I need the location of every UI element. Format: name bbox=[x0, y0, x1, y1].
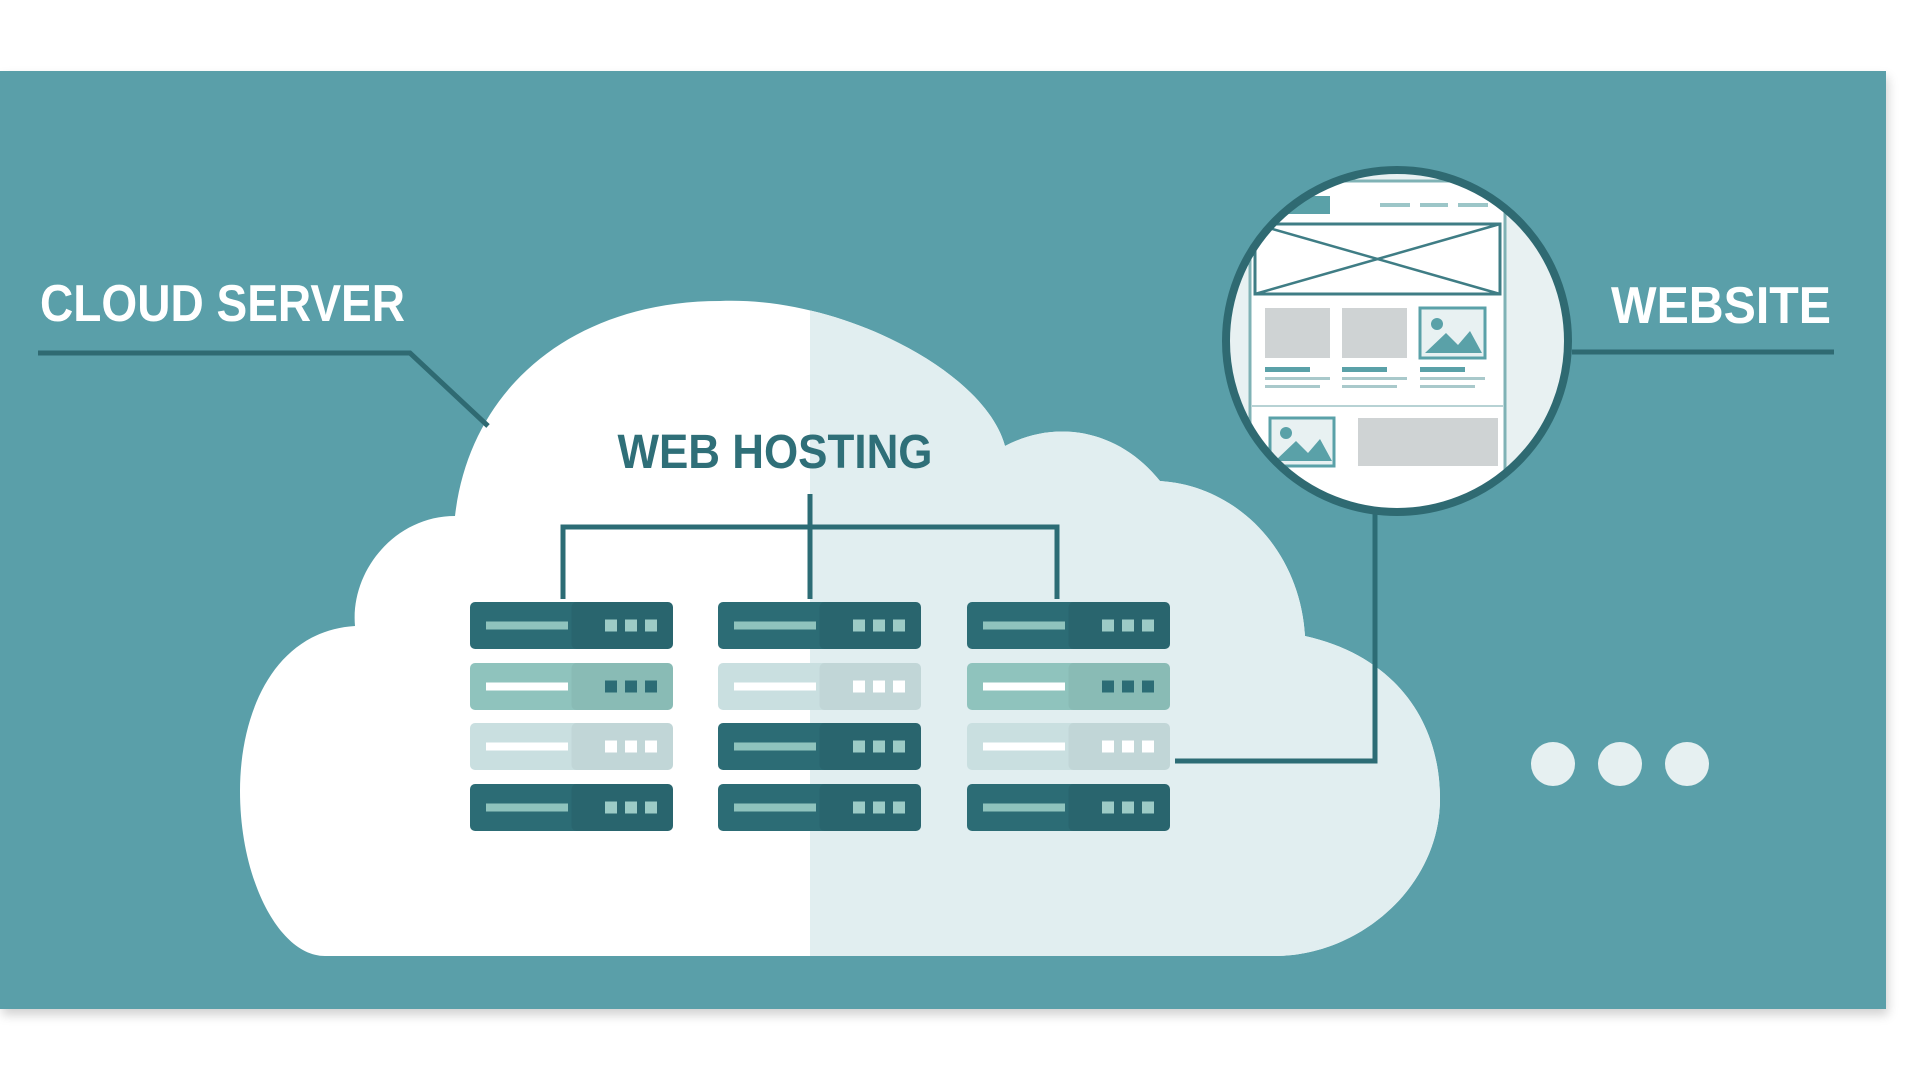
server-led bbox=[605, 740, 617, 753]
server-racks bbox=[470, 602, 1170, 831]
ellipsis-icon bbox=[1531, 742, 1709, 786]
server-led bbox=[625, 801, 637, 814]
server-unit-bar bbox=[983, 682, 1065, 691]
server-unit bbox=[718, 784, 921, 831]
server-unit bbox=[967, 723, 1170, 770]
server-unit-shade bbox=[819, 663, 921, 710]
server-led bbox=[1122, 740, 1134, 753]
server-unit bbox=[967, 663, 1170, 710]
server-led bbox=[645, 801, 657, 814]
server-led bbox=[605, 619, 617, 632]
server-unit-bar bbox=[983, 621, 1065, 630]
server-led bbox=[853, 619, 865, 632]
server-unit-shade bbox=[1068, 602, 1170, 649]
diagram-card: CLOUD SERVER WEB HOSTING bbox=[0, 71, 1886, 1009]
server-led bbox=[1102, 619, 1114, 632]
server-unit-shade bbox=[819, 784, 921, 831]
server-unit-shade bbox=[571, 723, 673, 770]
server-led bbox=[645, 619, 657, 632]
server-unit bbox=[470, 663, 673, 710]
server-rack-icon bbox=[718, 602, 921, 831]
server-led bbox=[873, 740, 885, 753]
server-led bbox=[605, 680, 617, 693]
server-led bbox=[1142, 740, 1154, 753]
server-led bbox=[625, 680, 637, 693]
server-led bbox=[893, 619, 905, 632]
server-led bbox=[625, 740, 637, 753]
server-led bbox=[1142, 680, 1154, 693]
server-unit-bar bbox=[983, 803, 1065, 812]
server-rack-icon bbox=[967, 602, 1170, 831]
server-unit bbox=[470, 723, 673, 770]
server-unit bbox=[718, 602, 921, 649]
server-unit bbox=[718, 663, 921, 710]
server-led bbox=[853, 740, 865, 753]
server-led bbox=[873, 619, 885, 632]
server-unit-shade bbox=[1068, 723, 1170, 770]
server-unit-shade bbox=[1068, 663, 1170, 710]
server-unit-shade bbox=[571, 602, 673, 649]
server-led bbox=[873, 801, 885, 814]
server-rack-icon bbox=[470, 602, 673, 831]
server-unit-bar bbox=[486, 621, 568, 630]
hosting-diagram: CLOUD SERVER WEB HOSTING bbox=[0, 71, 1886, 1009]
server-unit-bar bbox=[734, 803, 816, 812]
cloud-server-label: CLOUD SERVER bbox=[40, 275, 405, 333]
server-unit-bar bbox=[486, 682, 568, 691]
cloud-server-leader-line bbox=[38, 350, 490, 428]
website-wireframe-icon bbox=[1222, 166, 1572, 516]
server-unit bbox=[470, 784, 673, 831]
server-led bbox=[853, 680, 865, 693]
hosting-connector bbox=[560, 494, 1060, 599]
server-unit-shade bbox=[571, 784, 673, 831]
server-led bbox=[645, 740, 657, 753]
server-led bbox=[1122, 680, 1134, 693]
server-unit bbox=[967, 784, 1170, 831]
website-label: WEBSITE bbox=[1611, 277, 1831, 335]
server-led bbox=[893, 801, 905, 814]
server-unit-bar bbox=[486, 803, 568, 812]
server-led bbox=[1122, 619, 1134, 632]
server-unit-bar bbox=[983, 742, 1065, 751]
server-unit bbox=[967, 602, 1170, 649]
server-led bbox=[1102, 740, 1114, 753]
server-led bbox=[1102, 680, 1114, 693]
website-connector bbox=[1175, 501, 1378, 764]
server-unit bbox=[470, 602, 673, 649]
server-led bbox=[1142, 801, 1154, 814]
server-unit-shade bbox=[819, 602, 921, 649]
server-led bbox=[853, 801, 865, 814]
server-led bbox=[893, 680, 905, 693]
server-unit-bar bbox=[734, 621, 816, 630]
server-led bbox=[1122, 801, 1134, 814]
server-led bbox=[605, 801, 617, 814]
server-unit-shade bbox=[571, 663, 673, 710]
server-led bbox=[645, 680, 657, 693]
server-unit-bar bbox=[734, 742, 816, 751]
server-led bbox=[1142, 619, 1154, 632]
server-unit bbox=[718, 723, 921, 770]
web-hosting-label: WEB HOSTING bbox=[618, 426, 933, 479]
server-led bbox=[625, 619, 637, 632]
server-unit-bar bbox=[486, 742, 568, 751]
server-led bbox=[873, 680, 885, 693]
server-led bbox=[1102, 801, 1114, 814]
server-unit-shade bbox=[1068, 784, 1170, 831]
server-unit-shade bbox=[819, 723, 921, 770]
server-unit-bar bbox=[734, 682, 816, 691]
server-led bbox=[893, 740, 905, 753]
